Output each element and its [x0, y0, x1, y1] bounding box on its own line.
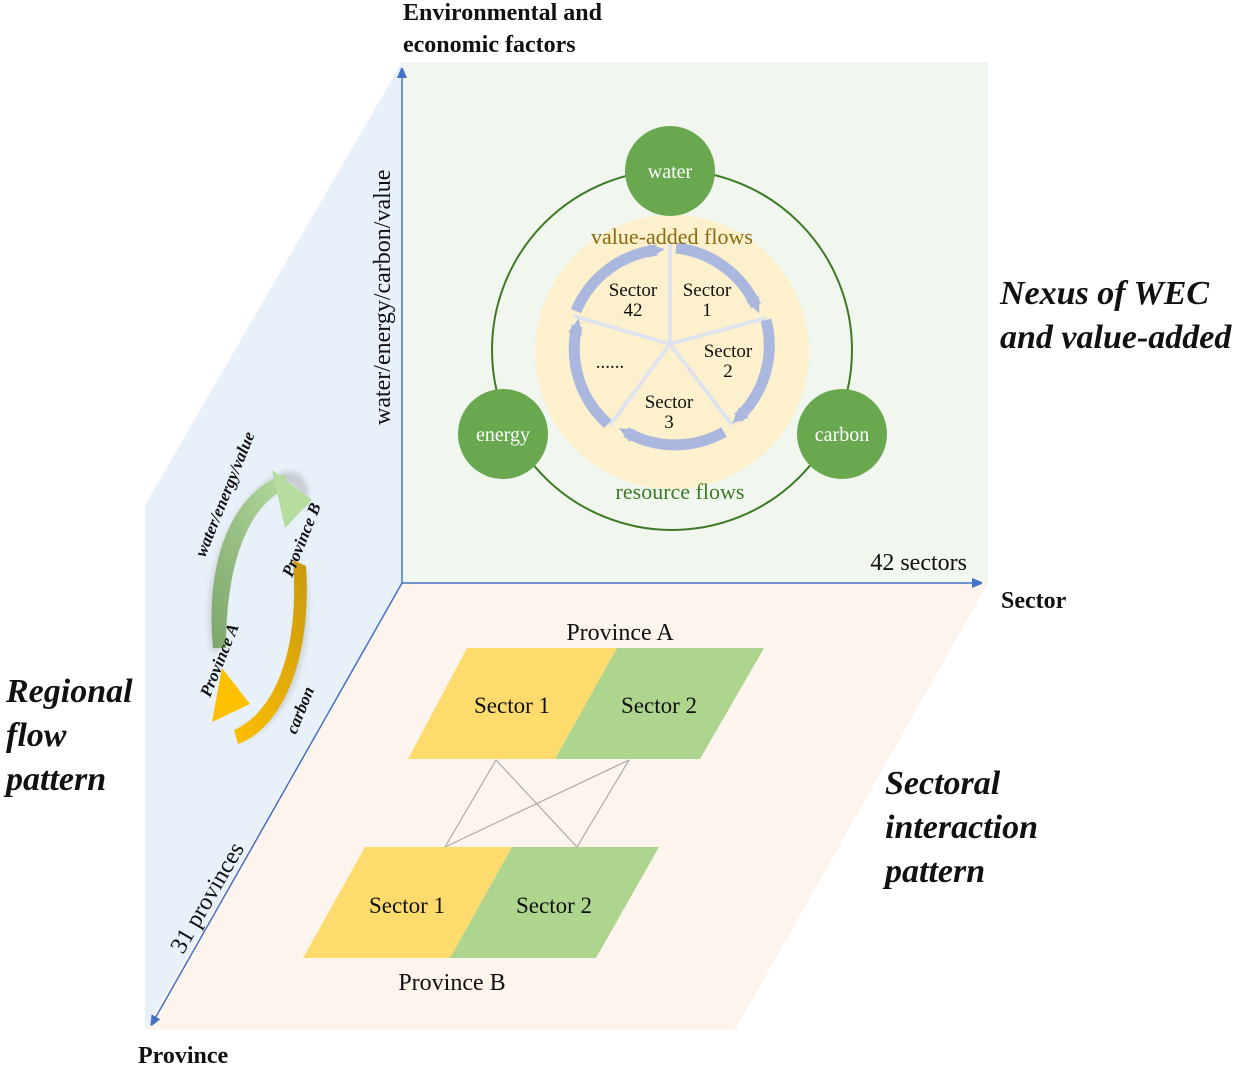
sector-spokes: [573, 244, 767, 427]
nexus-caption-line2: and value-added: [1000, 319, 1232, 356]
province-a-sector-2-label: Sector 2: [621, 693, 697, 718]
province-a-sector-2: [555, 648, 764, 759]
horizontal-axis-label: 42 sectors: [870, 550, 967, 576]
node-energy: energy: [458, 389, 548, 479]
node-water: water: [625, 126, 715, 216]
svg-text:Sector: Sector: [683, 280, 732, 301]
regional-caption-line1: Regional: [5, 673, 133, 710]
province-a-sector-1-label: Sector 1: [474, 693, 550, 718]
flow-arrow-4: [568, 318, 612, 429]
svg-text:water: water: [648, 161, 693, 183]
resource-flows-label: resource flows: [616, 479, 745, 504]
sector-label-3: Sector 3: [645, 392, 694, 433]
flow-arrow-3: [619, 427, 727, 451]
sector-flow-arrows: [568, 242, 775, 451]
province-a-label: Province A: [566, 620, 674, 646]
svg-text:carbon: carbon: [815, 424, 869, 446]
flow-arrow-5: [570, 243, 665, 314]
province-b-sector-1: [303, 847, 512, 958]
province-b-sector-2: [450, 847, 659, 958]
regional-caption-line3: pattern: [3, 761, 106, 798]
nexus-caption-line1: Nexus of WEC: [999, 275, 1209, 312]
province-a-sector-1: [408, 648, 617, 759]
depth-axis-arrow: [153, 582, 403, 1022]
province-b-sector-2-label: Sector 2: [516, 893, 592, 918]
svg-text:42: 42: [624, 300, 643, 321]
flow-arrow-1: [675, 242, 762, 314]
horizontal-axis-title: Sector: [1001, 588, 1067, 614]
svg-text:1: 1: [702, 300, 712, 321]
left-plane-regional: [145, 62, 402, 1030]
sector-label-ellipsis: ......: [596, 352, 625, 373]
green-flow-arrowhead: [272, 470, 312, 528]
sectoral-caption-line3: pattern: [882, 853, 985, 890]
province-b-label: Province B: [398, 970, 505, 996]
sector-interaction-lines: [444, 759, 630, 848]
flow-arrow-2: [732, 318, 775, 424]
sector-label-2: Sector 2: [704, 341, 753, 382]
svg-text:3: 3: [664, 412, 674, 433]
svg-text:Sector: Sector: [704, 341, 753, 362]
value-added-flows-label: value-added flows: [591, 224, 753, 249]
depth-axis-title: Province: [138, 1043, 229, 1065]
sectoral-caption-line1: Sectoral: [885, 765, 1001, 802]
svg-text:......: ......: [596, 352, 625, 373]
svg-text:energy: energy: [476, 424, 530, 446]
svg-text:Sector: Sector: [645, 392, 694, 413]
nexus-diagram: value-added flows resource flows Sector …: [458, 126, 887, 531]
orange-flow-arrow: [234, 560, 307, 744]
svg-text:Sector: Sector: [609, 280, 658, 301]
svg-text:2: 2: [723, 361, 733, 382]
sector-label-42: Sector 42: [609, 280, 658, 321]
sectoral-caption-line2: interaction: [885, 809, 1038, 846]
sector-label-1: Sector 1: [683, 280, 732, 321]
regional-caption-line2: flow: [6, 717, 67, 754]
vertical-axis-title-line2: economic factors: [403, 32, 576, 58]
sectoral-interaction-diagram: Province A Sector 1 Sector 2 Sector 1 Se…: [303, 620, 764, 996]
vertical-axis-title-line1: Environmental and: [403, 0, 603, 26]
node-carbon: carbon: [797, 389, 887, 479]
province-b-sector-1-label: Sector 1: [369, 893, 445, 918]
orange-flow-arrowhead: [212, 668, 250, 722]
vertical-axis-label: water/energy/carbon/value: [370, 170, 396, 425]
